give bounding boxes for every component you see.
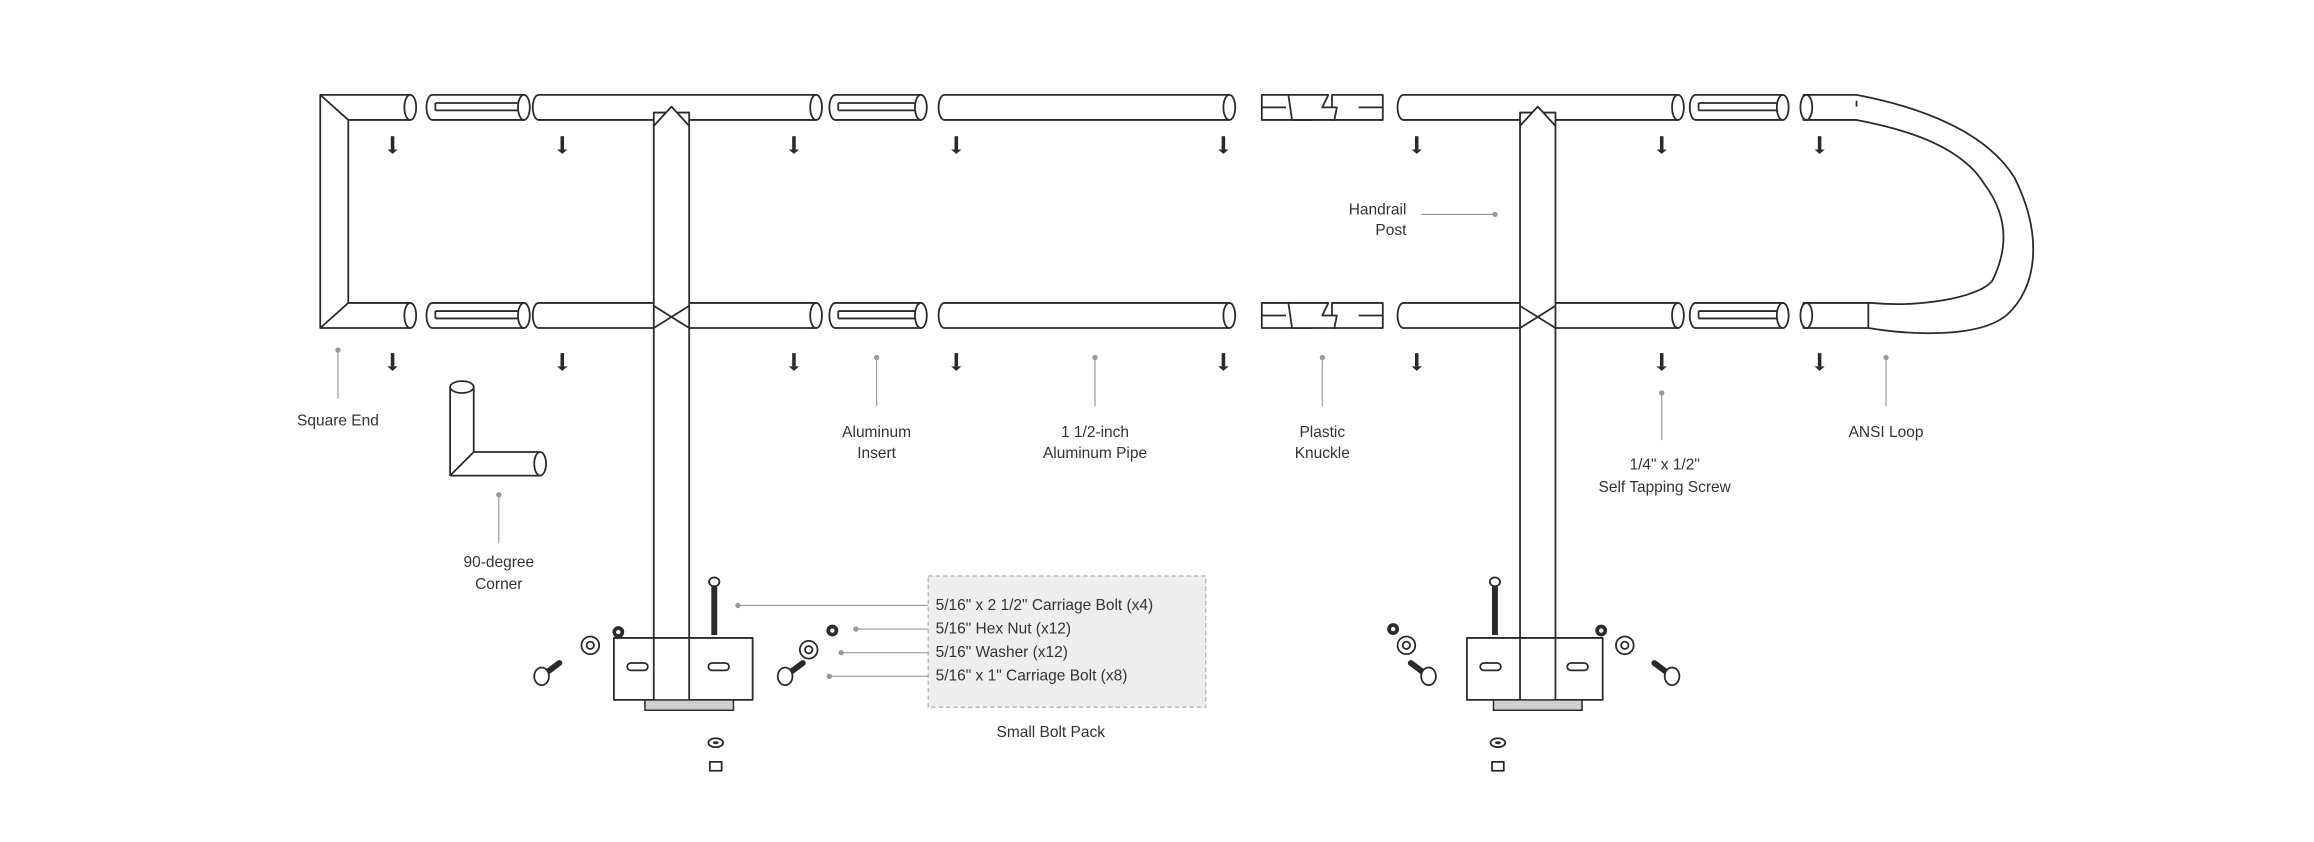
carriage-bolt-long-icon [1488, 576, 1502, 635]
handrail-post-right [1519, 105, 1557, 707]
leader-carriage-bolt-long [735, 602, 929, 609]
self-tapping-screw-icon [788, 136, 800, 154]
leader-hex-nut [853, 626, 929, 632]
aluminum-insert [1688, 302, 1790, 329]
self-tapping-screw-icon [387, 353, 398, 371]
label-self-tapping-screw: 1/4" x 1/2"Self Tapping Screw [1599, 457, 1732, 496]
leader-aluminum-pipe [1092, 354, 1098, 407]
aluminum-insert [828, 93, 928, 121]
bolt-pack-title: Small Bolt Pack [997, 724, 1106, 741]
washer-icon [580, 635, 601, 656]
leader-aluminum-insert [873, 354, 880, 407]
leader-carriage-bolt-short [826, 673, 929, 679]
washer-nut-below-icon [1489, 737, 1507, 772]
leader-handrail-post [1421, 211, 1498, 218]
bolt-pack-item-hex-nut: 5/16" Hex Nut (x12) [936, 621, 1071, 638]
leader-plastic-knuckle [1319, 354, 1325, 407]
self-tapping-screw-icon [951, 353, 962, 371]
self-tapping-screw-icon [557, 136, 568, 154]
post-base-right [1466, 637, 1604, 711]
aluminum-insert [425, 302, 531, 329]
hex-nut-icon [1595, 624, 1608, 637]
self-tapping-screw-icon [788, 353, 800, 371]
aluminum-insert [425, 93, 531, 121]
carriage-bolt-short-icon [776, 660, 806, 687]
bolt-pack-item-carriage-bolt-long: 5/16" x 2 1/2" Carriage Bolt (x4) [936, 597, 1154, 614]
self-tapping-screw-icon [1656, 136, 1667, 154]
post-base-left [613, 637, 754, 711]
self-tapping-screw-icon [1814, 353, 1825, 371]
self-tapping-screw-icon [1814, 136, 1825, 154]
aluminum-pipe-long [937, 302, 1237, 329]
leader-ansi-loop [1883, 354, 1889, 407]
self-tapping-screw-icon [951, 136, 962, 154]
plastic-knuckle [1260, 302, 1384, 329]
leader-washer [838, 650, 929, 656]
carriage-bolt-long-icon [708, 576, 721, 635]
carriage-bolt-short-icon [533, 660, 563, 687]
self-tapping-screw-icon [1656, 353, 1667, 371]
ansi-loop [1799, 93, 2035, 335]
self-tapping-screw-icon [1218, 136, 1229, 154]
corner-90-degree [449, 380, 547, 477]
square-end [319, 93, 418, 329]
self-tapping-screw-icon [1218, 353, 1229, 371]
carriage-bolt-short-icon [1651, 660, 1681, 687]
leader-square-end [335, 347, 341, 399]
carriage-bolt-short-icon [1407, 660, 1437, 687]
self-tapping-screw-icon [1411, 136, 1422, 154]
handrail-post-left [652, 105, 691, 707]
aluminum-pipe-long [937, 93, 1237, 121]
washer-icon [1396, 635, 1417, 656]
hex-nut-icon [1387, 623, 1400, 635]
aluminum-pipe [531, 93, 823, 121]
washer-icon [1615, 635, 1635, 656]
label-square-end: Square End [297, 412, 379, 429]
hex-nut-icon [826, 624, 839, 637]
bolt-pack-item-carriage-bolt-short: 5/16" x 1" Carriage Bolt (x8) [936, 668, 1128, 685]
self-tapping-screw-icon [387, 136, 398, 154]
aluminum-insert [828, 302, 928, 329]
leader-self-tapping-screw [1659, 390, 1665, 441]
aluminum-insert [1688, 93, 1790, 121]
washer-nut-below-icon [707, 737, 725, 772]
hex-nut-icon [612, 626, 625, 638]
bolt-pack-box [927, 575, 1207, 709]
label-ansi-loop: ANSI Loop [1849, 424, 1924, 441]
self-tapping-screw-icon [557, 353, 568, 371]
plastic-knuckle [1260, 93, 1384, 121]
bolt-pack-item-washer: 5/16" Washer (x12) [936, 644, 1068, 661]
self-tapping-screw-icon [1411, 353, 1422, 371]
leader-corner [496, 492, 502, 544]
washer-icon [798, 640, 819, 660]
